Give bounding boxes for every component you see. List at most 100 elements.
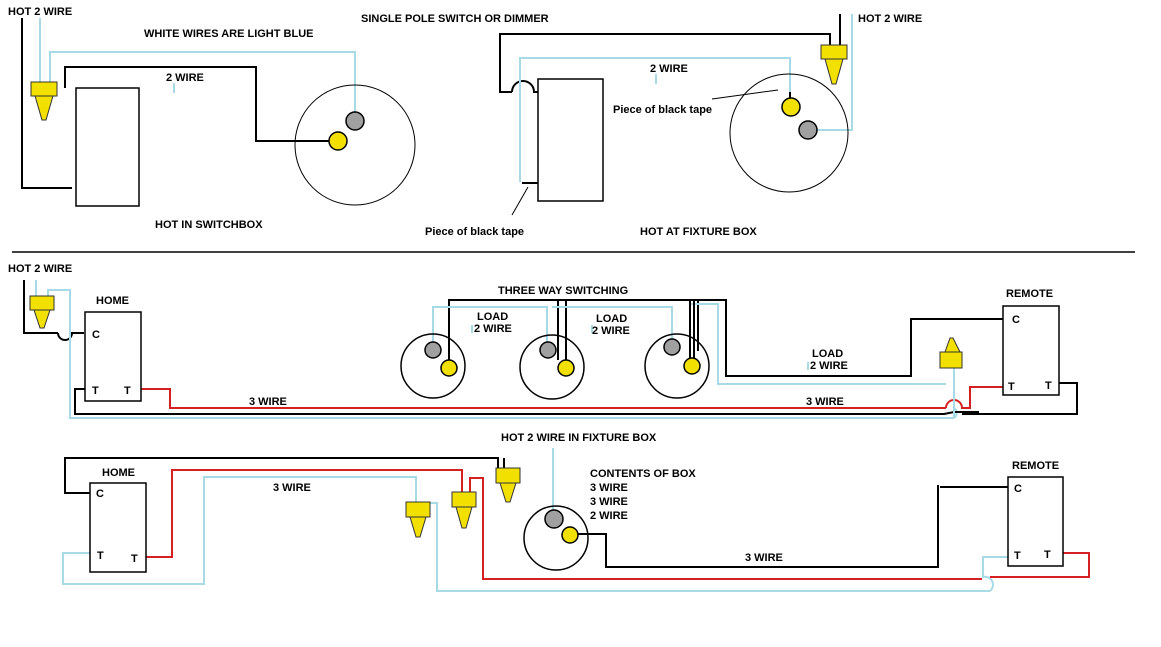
terminal-t-label: T [92, 385, 99, 397]
black-wire [962, 382, 1078, 415]
red-wire [469, 477, 982, 580]
hot-2-wire-label: HOT 2 WIRE [858, 13, 922, 25]
tape-pointer-lower [511, 186, 529, 216]
contents-of-box-title: CONTENTS OF BOX [590, 468, 696, 480]
neutral-terminal [544, 509, 564, 529]
load-label: LOAD [812, 348, 843, 360]
hot-2-wire-label: HOT 2 WIRE [8, 263, 72, 275]
white-wire [689, 303, 946, 385]
hot-in-switchbox-diagram [21, 18, 416, 207]
three-wire-label: 3 WIRE [249, 396, 287, 408]
fixture-box [523, 505, 589, 571]
load-label: LOAD [596, 313, 627, 325]
neutral-terminal [798, 120, 818, 140]
black-wire-crossover [57, 332, 84, 341]
remote-switch-box [1002, 305, 1060, 396]
black-wire [448, 299, 698, 360]
white-wire-crossover [982, 556, 1008, 592]
three-wire-label: 3 WIRE [745, 552, 783, 564]
white-wire [62, 476, 417, 585]
hot-in-fixture-box-title: HOT 2 WIRE IN FIXTURE BOX [501, 432, 657, 444]
neutral-terminal [424, 341, 442, 359]
three-way-title: THREE WAY SWITCHING [498, 285, 628, 297]
red-wire [140, 388, 946, 409]
wire-nut [451, 491, 477, 529]
white-wires-note: WHITE WIRES ARE LIGHT BLUE [144, 28, 313, 40]
remote-label: REMOTE [1012, 460, 1059, 472]
black-tape-label: Piece of black tape [613, 104, 712, 116]
black-tape-label: Piece of black tape [425, 226, 524, 238]
wire-nut [29, 295, 55, 329]
remote-switch-box [1007, 476, 1064, 567]
contents-item: 2 WIRE [590, 510, 628, 522]
white-wire [817, 14, 853, 131]
three-wire-label: 3 WIRE [273, 482, 311, 494]
terminal-t-label: T [1008, 381, 1015, 393]
fixture-box [400, 333, 466, 399]
red-wire-crossover [945, 386, 1003, 409]
contents-item: 3 WIRE [590, 496, 628, 508]
terminal-t-label: T [97, 550, 104, 562]
hot-2-wire-label: HOT 2 WIRE [8, 6, 72, 18]
home-switch-box [84, 311, 142, 402]
terminal-c-label: C [92, 329, 100, 341]
black-wire [23, 280, 58, 334]
fixture-box [729, 73, 849, 193]
white-wire [47, 289, 954, 419]
wire-nut [405, 501, 431, 538]
three-way-switching-diagram [23, 280, 1078, 419]
single-pole-title: SINGLE POLE SWITCH OR DIMMER [361, 13, 549, 25]
two-wire-label: 2 WIRE [650, 63, 688, 75]
two-wire-label: 2 WIRE [592, 325, 630, 337]
remote-label: REMOTE [1006, 288, 1053, 300]
contents-item: 3 WIRE [590, 482, 628, 494]
black-wire [578, 485, 939, 568]
fixture-box [644, 333, 710, 399]
fixture-box [294, 84, 416, 206]
load-label: LOAD [477, 311, 508, 323]
hot-in-fixture-box-diagram [62, 448, 1090, 592]
home-switch-box [89, 482, 147, 573]
neutral-terminal [663, 338, 681, 356]
terminal-t-label: T [1014, 550, 1021, 562]
wire-nut [30, 81, 58, 121]
red-wire [990, 552, 1090, 578]
neutral-terminal [345, 111, 365, 131]
terminal-t-label: T [1045, 380, 1052, 392]
hot-terminal [781, 97, 801, 117]
tape-pointer-upper [711, 89, 779, 100]
hot-at-fixture-box-title: HOT AT FIXTURE BOX [640, 226, 757, 238]
black-wire [21, 18, 72, 189]
hot-terminal [561, 526, 579, 544]
neutral-terminal [539, 341, 557, 359]
black-wire [499, 33, 831, 93]
home-label: HOME [96, 295, 129, 307]
diagram-labels: HOT 2 WIRE WHITE WIRES ARE LIGHT BLUE SI… [8, 6, 1059, 565]
terminal-c-label: C [1014, 483, 1022, 495]
hot-terminal [328, 131, 348, 151]
hot-terminal [683, 357, 701, 375]
terminal-t-label: T [131, 553, 138, 565]
hot-terminal [557, 359, 575, 377]
switch-box [537, 78, 604, 202]
black-wire [64, 457, 499, 494]
home-label: HOME [102, 467, 135, 479]
wire-nut [495, 467, 521, 503]
terminal-t-label: T [124, 385, 131, 397]
fixture-box [519, 334, 585, 400]
hot-in-switchbox-title: HOT IN SWITCHBOX [155, 219, 263, 231]
terminal-c-label: C [96, 488, 104, 500]
terminal-c-label: C [1012, 314, 1020, 326]
two-wire-label: 2 WIRE [166, 72, 204, 84]
black-wire [74, 388, 979, 415]
terminal-t-label: T [1044, 549, 1051, 561]
switch-box [75, 87, 140, 207]
two-wire-label: 2 WIRE [810, 360, 848, 372]
red-wire [145, 469, 463, 558]
hot-at-fixture-box-diagram [499, 14, 853, 216]
wire-nut [820, 44, 848, 85]
white-wire [430, 502, 990, 592]
white-wire [519, 57, 791, 182]
white-wire [432, 306, 548, 344]
